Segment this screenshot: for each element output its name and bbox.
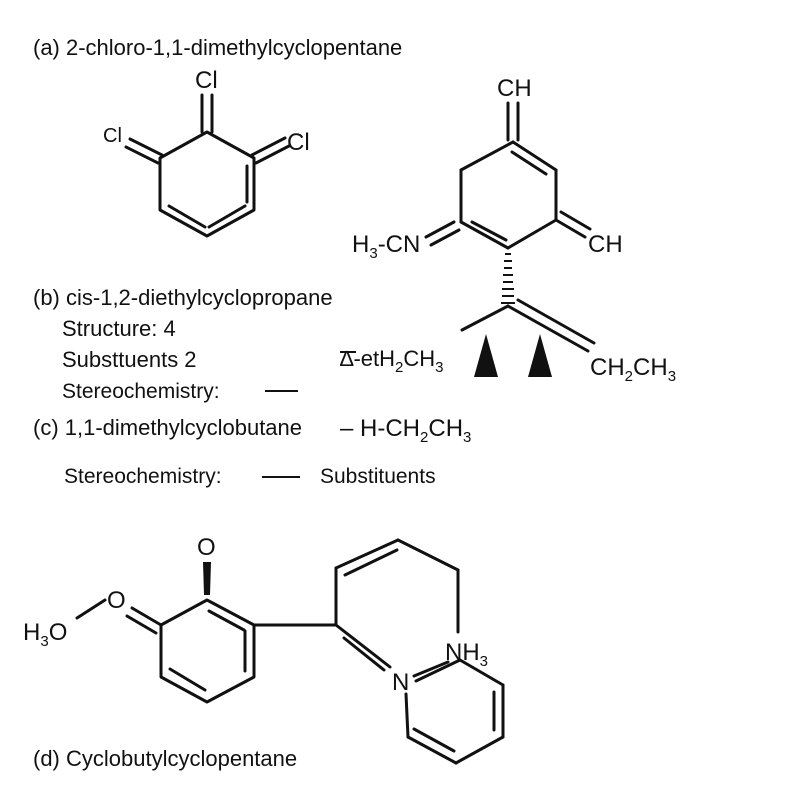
ethyl-right-label: CH2CH3	[590, 354, 676, 385]
bold-wedge-bond	[203, 562, 211, 595]
methylidene-top-label: CH	[497, 75, 532, 102]
chlorine-atom-left: Cl	[103, 125, 122, 147]
biaryl-structure: O O H3O NH3 N	[23, 534, 505, 765]
ring-bond	[459, 140, 515, 172]
carbonyl-double-bond	[130, 606, 163, 627]
pyridine-bond	[406, 735, 458, 765]
aromatic-inner-bond	[207, 204, 247, 229]
section-b-stereochemistry: Stereochemistry:	[62, 380, 220, 403]
double-bond-cl-left	[124, 145, 160, 165]
cyclohexadiene-structure: CH H3-CN CH ∆-etH2CH	[340, 75, 676, 385]
section-b-structure: Structure: 4	[62, 316, 176, 341]
ring-inner-double-bond	[343, 548, 399, 577]
section-a-title: (a) 2-chloro-1,1-dimethylcyclopentane	[33, 35, 402, 60]
section-c-formula: – H-CH2CH3	[340, 415, 471, 446]
ethyl-left-label: ∆-etH2CH3	[340, 346, 444, 376]
n-n-bond	[412, 660, 450, 678]
imine-double-bond	[424, 220, 456, 239]
double-bond-cl-right	[254, 144, 291, 165]
pyridine-bond	[458, 658, 505, 687]
trichlorobenzene-structure: Cl Cl Cl	[103, 67, 310, 238]
section-b-title: (b) cis-1,2-diethylcyclopropane	[33, 285, 333, 310]
exocyclic-double-bond-right	[559, 210, 592, 231]
section-c-stereochemistry: Stereochemistry:	[64, 465, 222, 488]
chlorine-atom-top: Cl	[195, 67, 218, 94]
ring-bond	[334, 538, 400, 570]
methoxy-label: H3O	[23, 619, 67, 650]
allene-double-bond	[506, 304, 590, 353]
exocyclic-double-bond-right	[554, 218, 587, 239]
stereo-wedge-right	[528, 334, 552, 377]
aromatic-inner-bond	[168, 667, 207, 692]
section-c-title: (c) 1,1-dimethylcyclobutane	[33, 415, 302, 440]
methylimine-label: H3-CN	[352, 231, 420, 262]
methylidene-right-label: CH	[588, 231, 623, 258]
double-bond-cl-right	[250, 136, 287, 157]
allene-double-bond	[516, 298, 596, 345]
benzene-ring-a	[158, 130, 256, 238]
chlorine-atom-right: Cl	[287, 129, 310, 156]
ring-inner-double-bond	[470, 220, 508, 242]
ring-nitrogen-label: N	[392, 669, 409, 696]
imine-double-bond	[429, 228, 461, 247]
pyridine-bond	[404, 692, 410, 739]
aromatic-inner-bond	[167, 204, 207, 229]
aromatic-inner-bond	[207, 609, 246, 632]
ring-bond	[396, 538, 460, 572]
double-bond-cl-left	[128, 137, 164, 157]
ring-bond	[511, 140, 558, 172]
ring-inner-double-bond	[510, 150, 548, 176]
section-d-title: (d) Cyclobutylcyclopentane	[33, 746, 297, 771]
section-c-substituents: Substituents	[320, 465, 436, 488]
pyridine-bond	[414, 658, 462, 683]
ring-imine-bond	[334, 623, 392, 669]
ring-imine-double-bond	[342, 636, 386, 672]
ether-oxygen-label: O	[107, 587, 126, 614]
carbonyl-double-bond	[125, 614, 158, 635]
methoxy-bond	[75, 598, 107, 620]
benzene-ring-d	[159, 598, 256, 704]
ring-bond	[506, 218, 558, 250]
ring-bond	[459, 220, 510, 250]
ethyl-bond-left	[460, 304, 510, 332]
pyridine-inner-bond	[412, 727, 456, 753]
hashed-wedge-bond	[501, 253, 515, 304]
carbonyl-oxygen-label: O	[197, 534, 216, 561]
pyridine-bond	[454, 735, 505, 765]
section-b-substituents: Substtuents 2	[62, 347, 197, 372]
stereo-wedge-left	[474, 334, 498, 377]
